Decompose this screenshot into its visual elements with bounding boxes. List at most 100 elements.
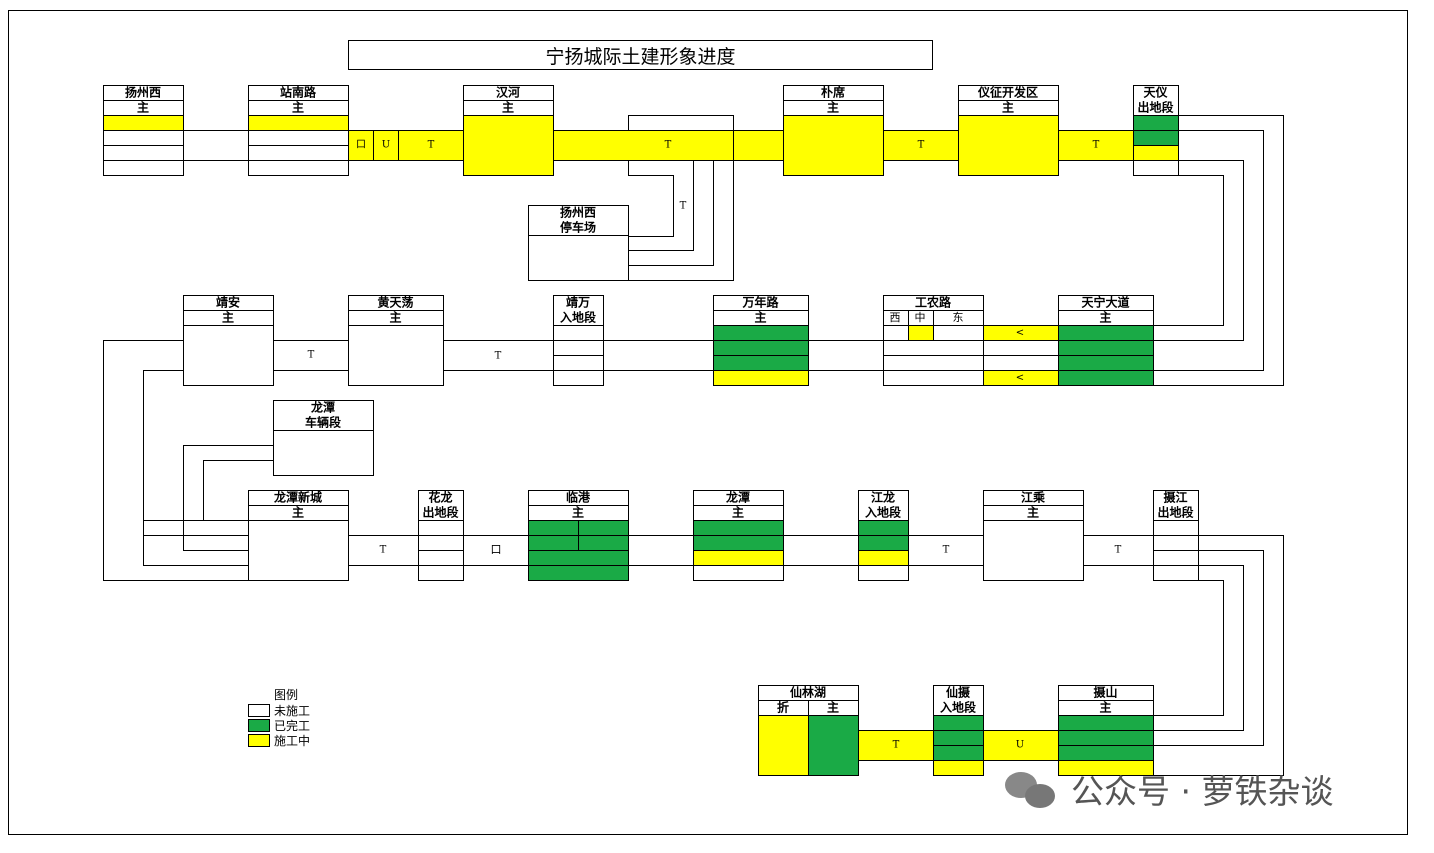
progress-fill <box>758 715 808 775</box>
section-label: T <box>1115 545 1122 556</box>
progress-fill <box>1058 355 1153 370</box>
station-sub: 主 <box>827 100 839 115</box>
progress-fill <box>103 130 183 145</box>
progress-fill <box>418 565 463 580</box>
station-name: 出地段 <box>1137 100 1174 115</box>
section-label: T <box>918 140 925 151</box>
progress-fill <box>1058 715 1153 730</box>
track-line <box>1153 175 1224 326</box>
station-sub: 主 <box>1002 100 1014 115</box>
station-name: 花龙 <box>428 490 452 505</box>
station-name-cell <box>858 490 909 521</box>
section-fill <box>1058 130 1133 160</box>
track-line <box>143 370 249 566</box>
track-line <box>1153 535 1284 776</box>
progress-fill <box>933 745 983 760</box>
station-name: 黄天荡 <box>377 295 413 310</box>
station-sub: 主 <box>389 310 401 325</box>
legend-item-done: 已完工 <box>248 717 310 734</box>
section-label: < <box>1016 373 1024 384</box>
progress-fill <box>1058 760 1153 775</box>
section-fill <box>883 130 958 160</box>
progress-fill <box>858 565 908 580</box>
track-line <box>628 160 674 237</box>
depot-body <box>528 235 629 281</box>
section-label: T <box>495 351 502 362</box>
legend-swatch-not-started <box>248 704 270 717</box>
station-sub: 主 <box>1099 700 1111 715</box>
section-label: < <box>1016 328 1024 339</box>
legend-item-not-started: 未施工 <box>248 702 310 719</box>
station-name: 万年路 <box>741 295 779 310</box>
progress-fill <box>713 370 808 385</box>
station-sub: 主 <box>137 100 149 115</box>
progress-fill <box>248 130 348 145</box>
progress-fill <box>418 535 463 550</box>
outer-frame <box>8 10 1408 835</box>
station-name: 朴席 <box>821 85 845 100</box>
progress-fill <box>1153 520 1198 535</box>
station-sub: 主 <box>292 100 304 115</box>
legend-label: 未施工 <box>274 704 311 718</box>
progress-fill <box>248 145 348 160</box>
station-name: 站南路 <box>280 85 317 100</box>
progress-fill <box>103 145 183 160</box>
track-line <box>1153 160 1244 341</box>
progress-fill <box>1133 130 1178 145</box>
progress-fill <box>553 340 603 355</box>
section-fill <box>983 730 1058 760</box>
station-part: 折 <box>777 700 789 715</box>
station-name-cell <box>933 685 984 716</box>
legend-label: 施工中 <box>274 734 311 748</box>
station-part: 中 <box>915 311 926 324</box>
progress-fill <box>553 370 603 385</box>
progress-fill <box>553 325 603 340</box>
progress-fill <box>808 715 858 775</box>
section-label: T <box>1093 140 1100 151</box>
station-name-cell <box>1133 85 1179 116</box>
station-name-cell <box>528 205 629 236</box>
progress-fill <box>418 520 463 535</box>
section-fill <box>983 325 1058 340</box>
progress-fill <box>248 115 348 130</box>
progress-fill <box>713 325 808 340</box>
track-line <box>1153 550 1264 746</box>
progress-fill <box>933 730 983 745</box>
station-name-cell <box>553 295 604 326</box>
legend-item-in-progress: 施工中 <box>248 732 310 749</box>
watermark-text: 公众号 · 萝铁杂谈 <box>1071 772 1334 811</box>
station-sub: 主 <box>222 310 234 325</box>
progress-fill <box>713 355 808 370</box>
progress-fill <box>103 160 183 175</box>
station-body <box>248 520 349 581</box>
progress-fill <box>248 160 348 175</box>
track-line <box>628 160 694 251</box>
section-label: T <box>428 140 435 151</box>
station-sub: 主 <box>292 505 304 520</box>
progress-fill <box>1133 115 1178 130</box>
station-name: 天宁大道 <box>1081 295 1129 310</box>
legend-swatch-done <box>248 719 270 732</box>
station-sub: 主 <box>732 505 744 520</box>
section-label: T <box>680 201 687 212</box>
progress-fill <box>693 520 783 535</box>
station-part: 主 <box>827 700 839 715</box>
station-name: 车辆段 <box>305 415 342 430</box>
station-name-cell <box>418 490 464 521</box>
track-line <box>1153 115 1284 386</box>
station-name: 仪征开发区 <box>977 85 1038 100</box>
progress-fill <box>1058 370 1153 385</box>
section-label: T <box>943 545 950 556</box>
progress-fill <box>693 550 783 565</box>
track-line <box>1153 565 1244 731</box>
legend-swatch-in-progress <box>248 734 270 747</box>
section-label: U <box>382 140 390 151</box>
station-name: 龙潭 <box>726 490 750 505</box>
watermark: 公众号 · 萝铁杂谈 <box>1005 765 1333 813</box>
track-line <box>103 340 249 581</box>
progress-fill <box>958 115 1058 175</box>
progress-fill <box>858 550 908 565</box>
station-part: 西 <box>890 311 901 324</box>
track-line <box>1153 130 1264 371</box>
station-part: 东 <box>953 311 964 324</box>
